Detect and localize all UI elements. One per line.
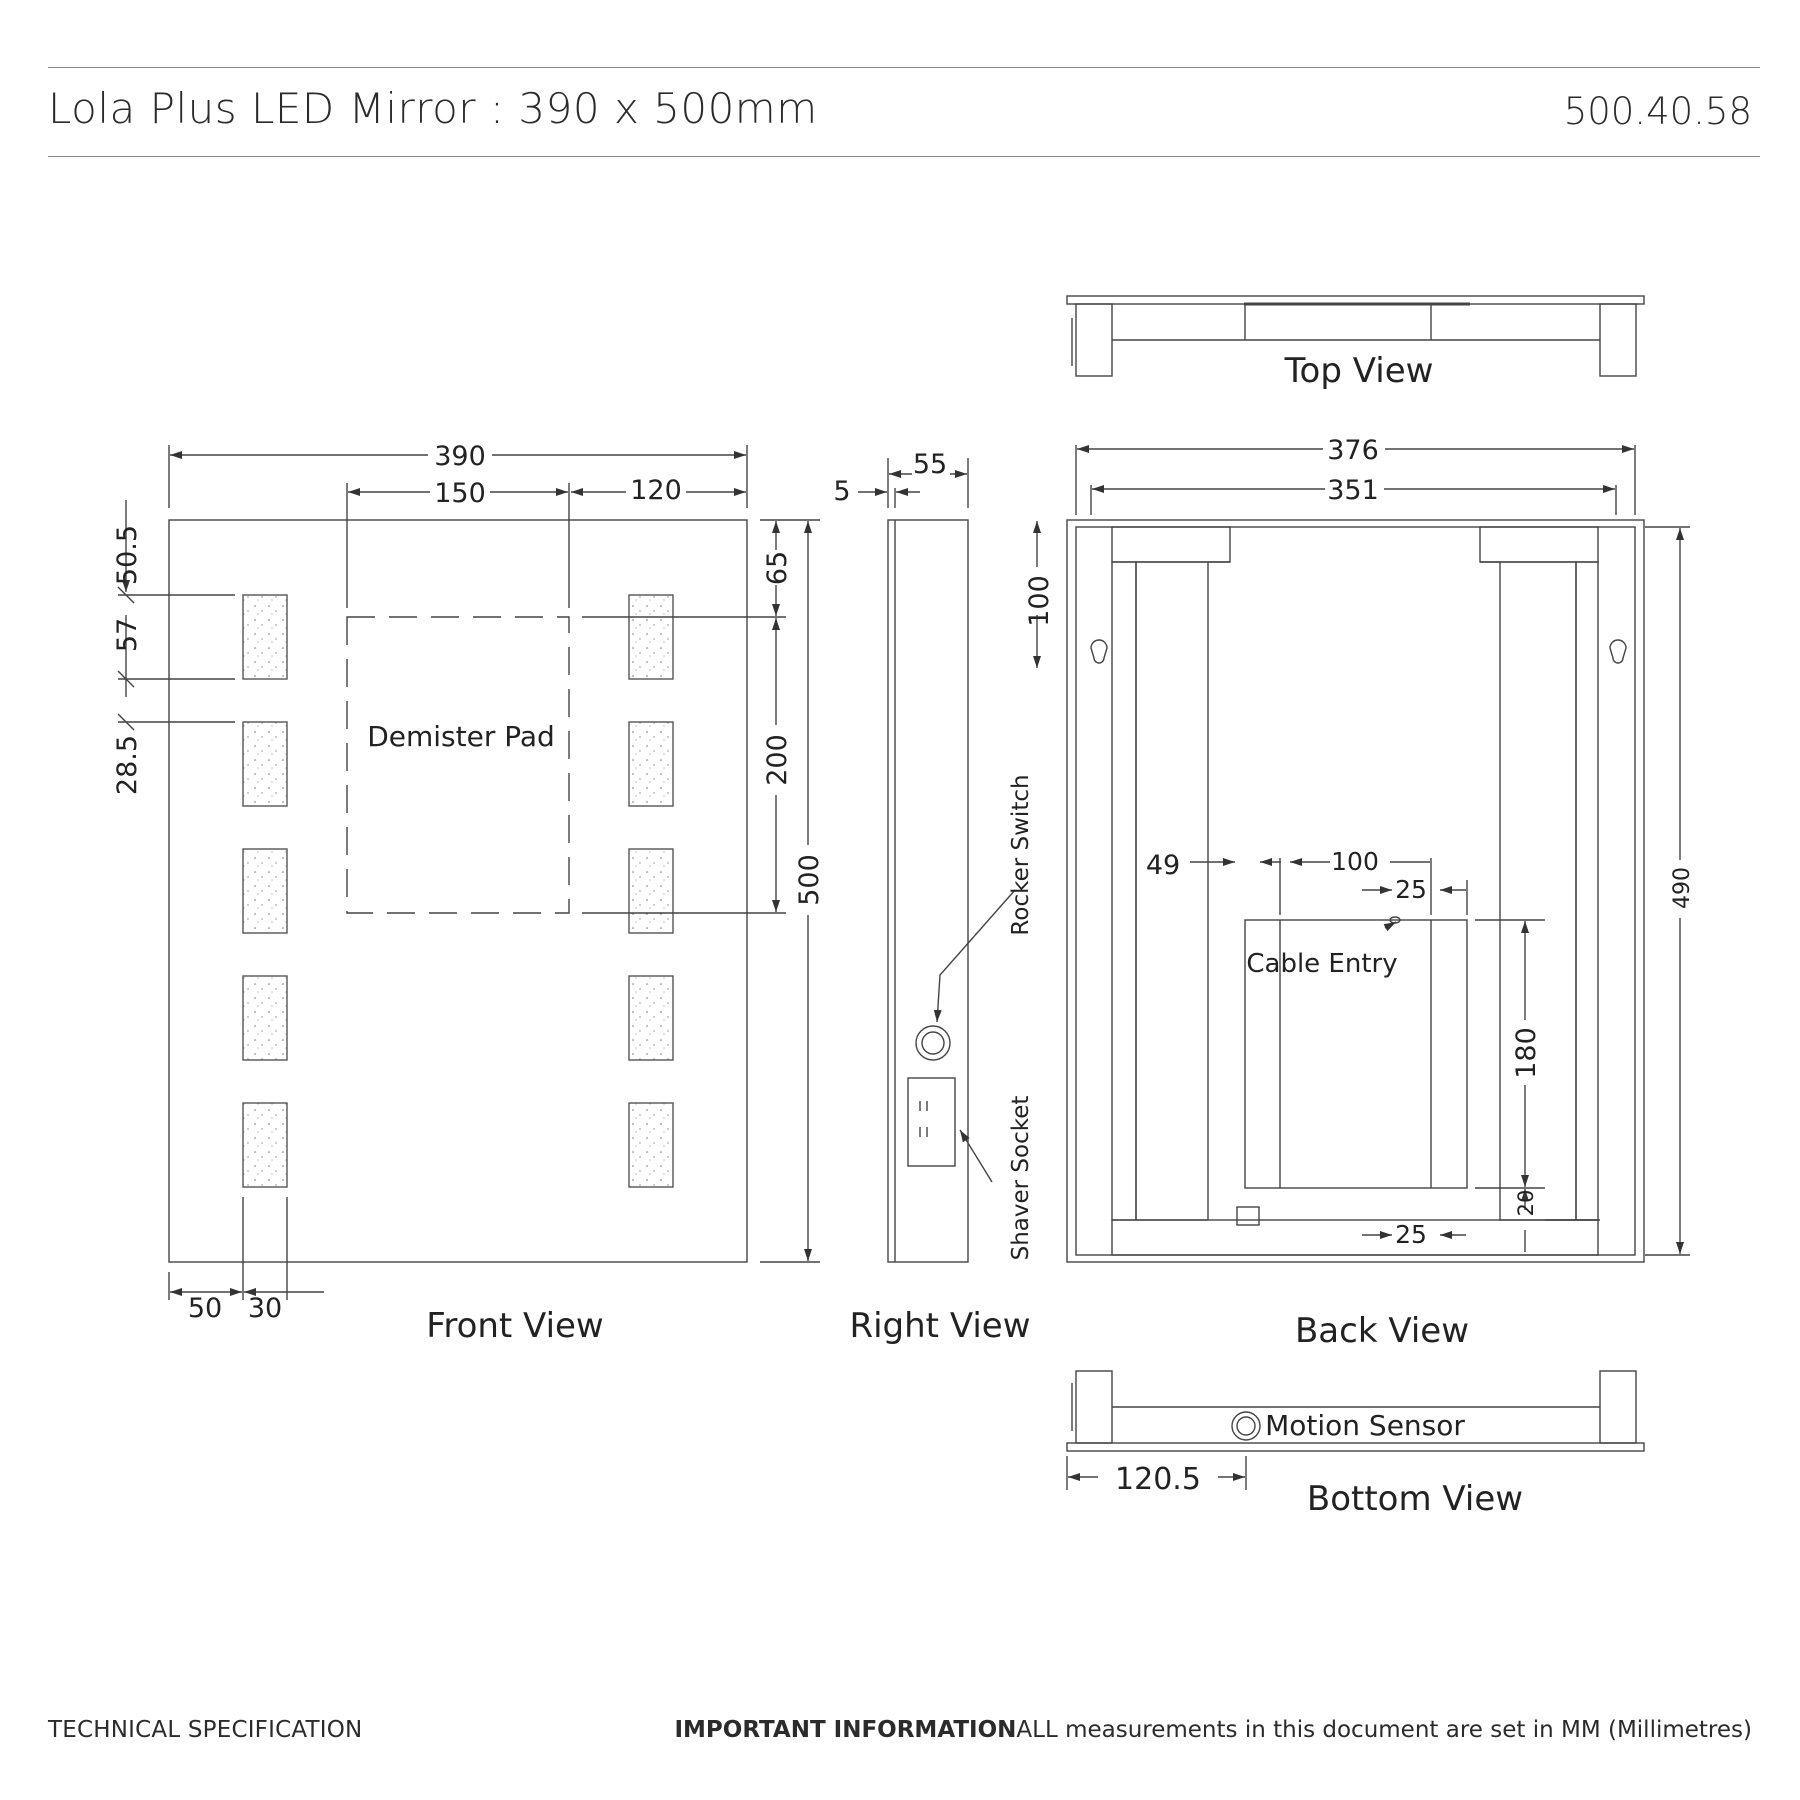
dim-back-100: 100 [1331,847,1379,876]
view-title-top: Top View [1284,351,1434,391]
rocker-switch-icon [915,1025,951,1061]
dim-back-20: 20 [1514,1190,1538,1217]
demister-pad [346,616,570,914]
dim-front-pad-right: 120 [630,475,682,506]
drawing-labels: 390 150 120 Demister Pad 65 200 500 50.5… [112,351,1695,1519]
right-view [858,458,1016,1263]
cable-entry-box [1244,919,1468,1189]
label-rocker-switch: Rocker Switch [1008,774,1034,935]
motion-sensor-icon [1231,1411,1261,1441]
bottom-view [1066,1370,1645,1490]
right-body [887,519,969,1263]
dim-front-pad-height: 200 [762,734,793,786]
dim-led-width: 30 [248,1293,282,1324]
back-outline [1066,519,1645,1263]
product-code: 500.40.58 [1563,90,1752,133]
dim-back-inner: 351 [1327,475,1379,506]
dim-front-pad-width: 150 [434,478,486,509]
view-title-bottom: Bottom View [1307,1479,1523,1519]
dim-back-25-top: 25 [1395,875,1427,904]
label-demister: Demister Pad [367,720,555,753]
front-mirror-outline [168,519,748,1263]
dim-front-pad-top: 65 [762,551,793,585]
dim-back-outer: 376 [1327,435,1379,466]
dim-back-180: 180 [1511,1027,1542,1079]
led-strips-right [628,594,674,1188]
keyhole-left-icon [1090,639,1108,664]
back-view [1033,445,1690,1263]
view-title-back: Back View [1295,1311,1469,1351]
dim-led-gap: 28.5 [112,735,143,795]
dim-right-depth: 55 [913,449,947,480]
dim-back-25-bottom: 25 [1395,1220,1427,1249]
view-title-front: Front View [426,1306,604,1346]
footer-note: ALL measurements in this document are se… [1016,1717,1752,1743]
document-title: Lola Plus LED Mirror : 390 x 500mm [48,84,818,133]
dim-bottom-sensor: 120.5 [1115,1462,1201,1497]
header-bottom-rule [48,156,1760,157]
footer-important-info: IMPORTANT INFORMATIONALL measurements in… [674,1717,1752,1743]
led-strips-left [242,594,288,1188]
label-cable-entry: Cable Entry [1246,949,1397,979]
dim-front-height: 500 [794,854,825,906]
header-top-rule [48,67,1760,68]
keyhole-right-icon [1609,639,1627,664]
footer-important-label: IMPORTANT INFORMATION [674,1717,1017,1743]
dim-back-hang: 100 [1024,575,1055,627]
dim-led-top: 50.5 [112,525,143,585]
dim-back-height: 490 [1670,867,1695,909]
dim-front-width: 390 [434,441,486,472]
front-view [117,445,820,1300]
dim-led-height: 57 [112,618,143,652]
label-motion-sensor: Motion Sensor [1265,1409,1465,1442]
view-title-right: Right View [849,1306,1030,1346]
label-shaver-socket: Shaver Socket [1008,1096,1034,1261]
shaver-socket-icon [907,1077,956,1167]
top-view [1066,295,1645,377]
dim-right-glass: 5 [833,476,850,507]
dim-back-49: 49 [1146,850,1180,881]
dim-led-left: 50 [188,1293,222,1324]
footer-tech-spec: TECHNICAL SPECIFICATION [48,1717,363,1743]
